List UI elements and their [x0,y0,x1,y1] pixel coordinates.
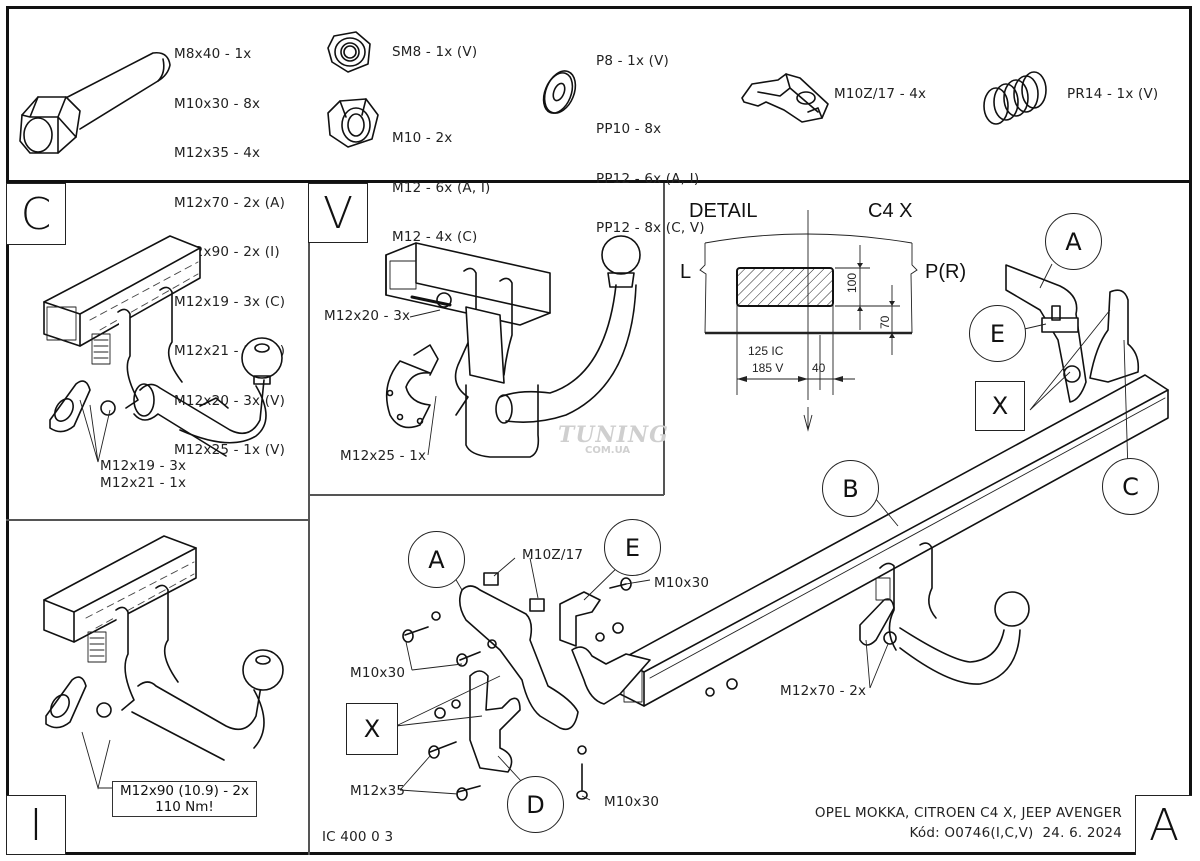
panel-c-bolt-label: M12x21 - 1x [100,475,187,491]
v-panel-right [663,183,665,495]
panel-v-top-bolt-label: M12x20 - 3x [324,308,411,324]
watermark-logo: TUNING [558,422,669,448]
kit-code-date: Kód: O0746(I,C,V) 24. 6. 2024 [909,825,1122,841]
bolt-bottom-label: M10x30 [604,794,660,810]
panel-letter-v: V [308,183,368,243]
dim-height: 100 [845,273,859,293]
bolt-item: M12x70 - 2x (A) [174,194,286,211]
drawing-number: IC 400 0 3 [322,829,394,845]
bolt-item: M8x40 - 1x [174,46,252,62]
callout-x-exploded: X [346,703,398,755]
parts-divider [6,180,1192,183]
left-row-divider [6,519,308,521]
panel-i-torque-label: 110 Nm! [155,799,214,815]
bolt-e-label: M10x30 [654,575,710,591]
bolt-left-label: M10x30 [350,665,406,681]
callout-d: D [507,776,564,833]
hex-bolt-icon [19,51,171,154]
nut-item: M12 - 6x (A, I) [392,179,491,196]
nut-list: M10 - 2x M12 - 6x (A, I) M12 - 4x (C) [392,97,490,262]
hitch-position-rect [736,267,834,307]
bolt-item: M12x35 - 4x [174,145,261,161]
towbar-variant-i-drawing [43,535,284,761]
panel-letter-c: C [6,183,66,245]
sheet-letter: A [1135,795,1192,855]
v-panel-bottom [308,494,664,496]
vehicle-list: OPEL MOKKA, CITROEN C4 X, JEEP AVENGER [814,805,1122,821]
panel-c-bolt-label: M12x19 - 3x [100,458,187,474]
towbar-variant-v-drawing [385,235,641,458]
callout-a-assembled: A [1045,213,1102,270]
detail-left-side: L [680,261,692,283]
cage-nut-label: M10Z/17 - 4x [834,86,927,102]
detail-right-side: P(R) [925,261,967,283]
dim-offset-ic: 125 IC [748,344,784,358]
left-column-divider [308,183,310,855]
leader-lines-i [81,731,112,790]
dim-ground: 70 [878,315,892,329]
towbar-variant-c-drawing [43,235,283,457]
drawing-frame [6,6,1192,855]
callout-e-exploded: E [604,519,661,576]
washer-item: PP12 - 8x (C, V) [596,220,705,236]
callout-c: C [1102,458,1159,515]
spring-washer-label: PR14 - 1x (V) [1067,86,1159,102]
callout-e-assembled: E [969,305,1026,362]
dim-half-width: 40 [812,361,826,375]
cage-nut-icon [741,73,829,123]
washer-item: PP12 - 6x (A, I) [596,170,700,187]
panel-i-bolt-label: M12x90 (10.9) - 2x [120,783,249,799]
nut-item: M12 - 4x (C) [392,229,478,245]
detail-title: DETAIL [689,200,758,222]
bolt-item: M12x19 - 3x (C) [174,293,286,310]
self-lock-nut-icon [327,31,371,73]
detail-vehicle: C4 X [868,200,913,222]
bolt-ball-label: M12x70 - 2x [780,683,867,699]
bolt-item: M12x25 - 1x (V) [174,442,286,458]
hex-nut-icon [327,98,379,148]
dim-offset-v: 185 V [752,361,783,375]
watermark-sub: COM.UA [585,445,631,456]
callout-a-exploded: A [408,531,465,588]
detail-dimension-drawing: 100 70 125 IC 185 V 40 [699,210,918,432]
leader-lines-v [409,309,441,456]
panel-v-bottom-bolt-label: M12x25 - 1x [340,448,427,464]
self-lock-nut-label: SM8 - 1x (V) [392,44,478,60]
callout-x-assembled: X [975,381,1025,431]
washer-item: PP10 - 8x [596,121,662,137]
cage-nut-callout-label: M10Z/17 [522,547,584,563]
panel-letter-i: I [6,795,66,855]
bolt-item: M10x30 - 8x [174,95,261,112]
nut-item: M10 - 2x [392,130,453,146]
spring-washer-icon [983,71,1047,125]
flat-washer-icon [542,70,577,114]
washer-small-label: P8 - 1x (V) [596,53,670,69]
callout-b-crossbar: B [822,460,879,517]
washer-list: PP10 - 8x PP12 - 6x (A, I) PP12 - 8x (C,… [596,88,705,253]
bolt-d-label: M12x35 [350,783,406,799]
panel-i-bolt-callout: M12x90 (10.9) - 2x 110 Nm! [112,781,257,817]
leader-lines-c [79,399,111,463]
